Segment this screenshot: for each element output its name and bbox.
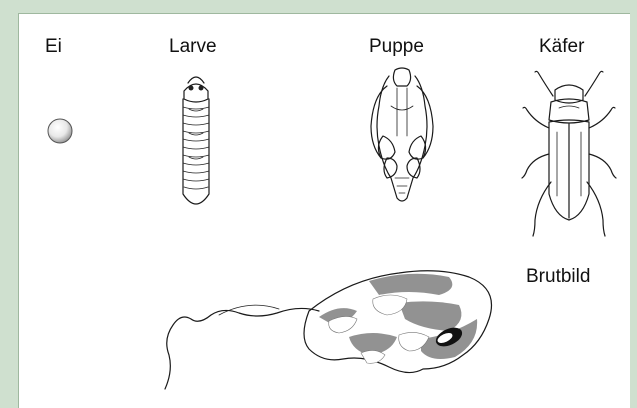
label-pupa: Puppe	[369, 36, 424, 58]
label-gallery: Brutbild	[526, 266, 590, 288]
gallery-illustration	[159, 259, 519, 399]
label-egg: Ei	[45, 36, 62, 58]
illustration-panel: Ei Larve Puppe Käfer Brutbild	[18, 13, 630, 408]
pupa-illustration	[367, 66, 437, 206]
label-larva: Larve	[169, 36, 217, 58]
egg-illustration	[41, 114, 81, 154]
larva-illustration	[174, 69, 218, 214]
label-beetle: Käfer	[539, 36, 584, 58]
beetle-illustration	[519, 66, 619, 241]
